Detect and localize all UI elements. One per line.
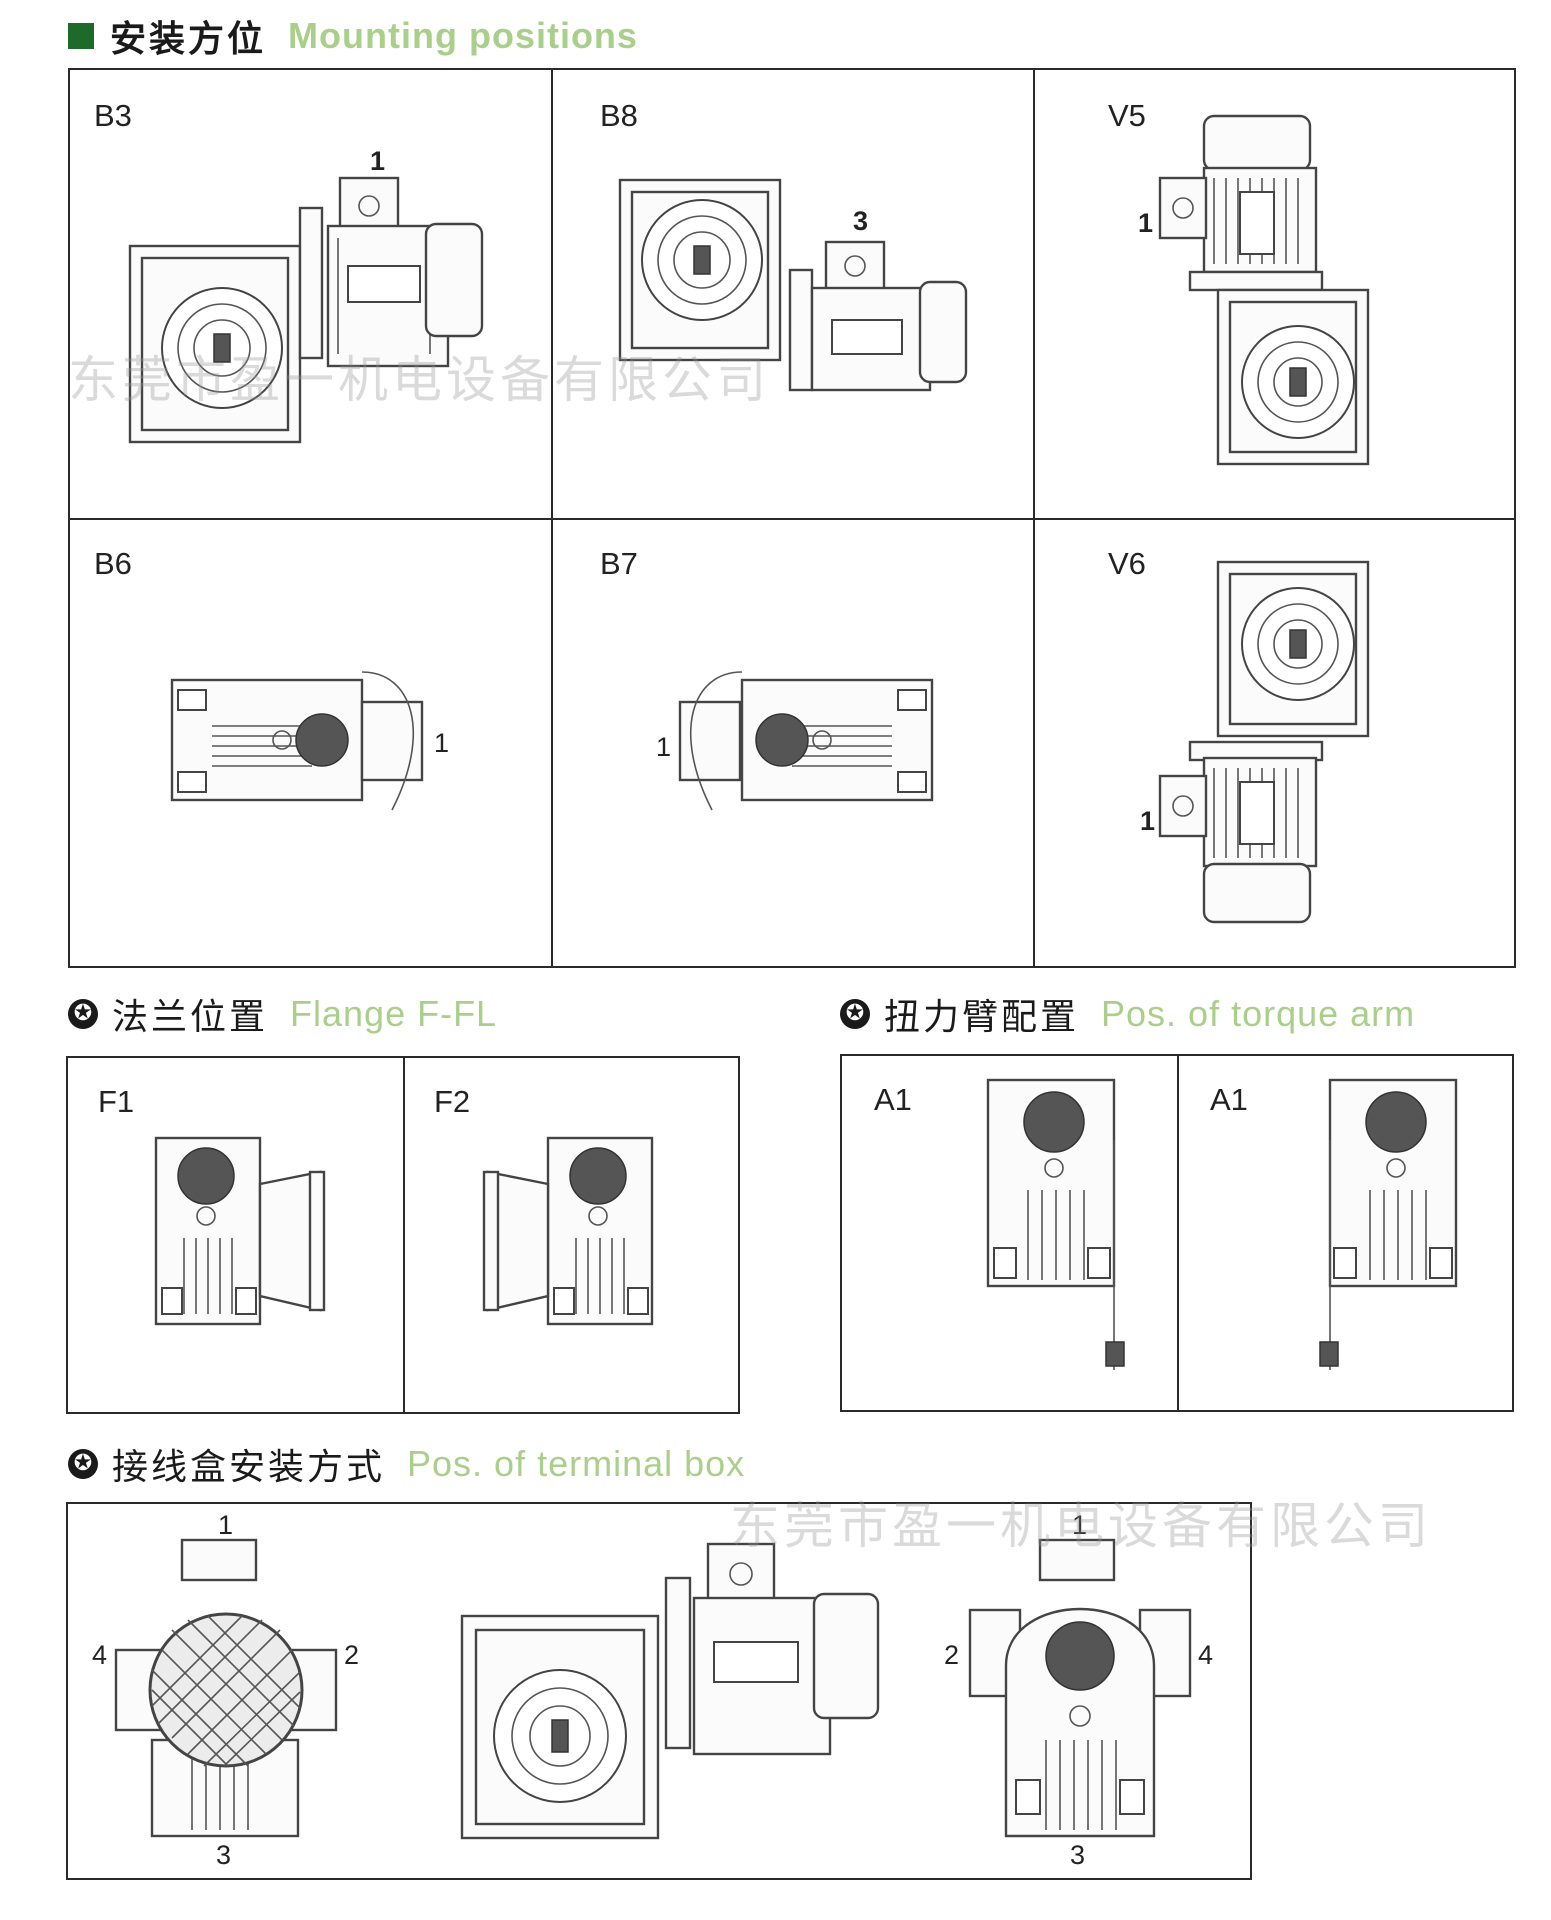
heading-cn: 安装方位 bbox=[110, 19, 267, 60]
position-label-b7: B7 bbox=[600, 546, 638, 581]
gearbox-b7-drawing bbox=[678, 671, 934, 811]
position-label-b3: B3 bbox=[94, 98, 132, 133]
heading-en: Mounting positions bbox=[288, 15, 638, 56]
heading-en: Pos. of terminal box bbox=[407, 1443, 746, 1484]
torque-arm-grid bbox=[840, 1054, 1514, 1412]
position-label-v6: V6 bbox=[1108, 546, 1146, 581]
terminal-box-middle-drawing bbox=[460, 1542, 880, 1840]
callout-v6: 1 bbox=[1140, 806, 1156, 836]
position-label-v5: V5 bbox=[1108, 98, 1146, 133]
square-bullet-icon bbox=[68, 23, 94, 49]
terminal-right-left: 2 bbox=[944, 1640, 960, 1670]
torque-label-a1-left: A1 bbox=[874, 1082, 912, 1117]
terminal-box-right-drawing bbox=[968, 1538, 1192, 1838]
terminal-left-left: 4 bbox=[92, 1640, 108, 1670]
torque-arm-a1-left-drawing bbox=[986, 1078, 1125, 1370]
callout-b3: 1 bbox=[370, 146, 386, 176]
terminal-box-heading: ✪ 接线盒安装方式 Pos. of terminal box bbox=[68, 1438, 745, 1490]
flange-label-f1: F1 bbox=[98, 1084, 135, 1119]
terminal-right-right: 4 bbox=[1198, 1640, 1214, 1670]
torque-arm-a1-right-drawing bbox=[1319, 1078, 1458, 1370]
callout-b7: 1 bbox=[656, 732, 672, 762]
heading-en: Flange F-FL bbox=[290, 993, 498, 1034]
heading-cn: 法兰位置 bbox=[112, 997, 269, 1038]
gearbox-b3-drawing bbox=[128, 176, 484, 444]
torque-label-a1-right: A1 bbox=[1210, 1082, 1248, 1117]
gearbox-v6-drawing bbox=[1158, 560, 1370, 924]
callout-b8: 3 bbox=[853, 206, 869, 236]
terminal-right-top: 1 bbox=[1072, 1510, 1088, 1540]
gearbox-v5-drawing bbox=[1158, 114, 1370, 466]
gearbox-b6-drawing bbox=[170, 671, 424, 811]
terminal-box-left-drawing bbox=[114, 1538, 338, 1838]
star-bullet-icon: ✪ bbox=[68, 999, 98, 1029]
callout-v5: 1 bbox=[1138, 208, 1154, 238]
position-label-b6: B6 bbox=[94, 546, 132, 581]
heading-cn: 接线盒安装方式 bbox=[112, 1447, 386, 1488]
mounting-positions-grid bbox=[68, 68, 1516, 968]
terminal-box-frame bbox=[66, 1502, 1252, 1880]
callout-b6: 1 bbox=[434, 728, 450, 758]
heading-en: Pos. of torque arm bbox=[1101, 993, 1416, 1034]
star-bullet-icon: ✪ bbox=[68, 1449, 98, 1479]
terminal-left-top: 1 bbox=[218, 1510, 234, 1540]
star-bullet-icon: ✪ bbox=[840, 999, 870, 1029]
terminal-right-bottom: 3 bbox=[1070, 1840, 1086, 1870]
flange-label-f2: F2 bbox=[434, 1084, 471, 1119]
flange-positions-grid bbox=[66, 1056, 740, 1414]
terminal-left-bottom: 3 bbox=[216, 1840, 232, 1870]
terminal-left-right: 2 bbox=[344, 1640, 360, 1670]
flange-f1-drawing bbox=[154, 1136, 326, 1326]
flange-f2-drawing bbox=[482, 1136, 654, 1326]
flange-heading: ✪ 法兰位置 Flange F-FL bbox=[68, 988, 497, 1040]
position-label-b8: B8 bbox=[600, 98, 638, 133]
heading-cn: 扭力臂配置 bbox=[884, 997, 1080, 1038]
gearbox-b8-drawing bbox=[618, 178, 968, 392]
torque-arm-heading: ✪ 扭力臂配置 Pos. of torque arm bbox=[840, 988, 1415, 1040]
mounting-positions-heading: 安装方位 Mounting positions bbox=[68, 10, 638, 62]
